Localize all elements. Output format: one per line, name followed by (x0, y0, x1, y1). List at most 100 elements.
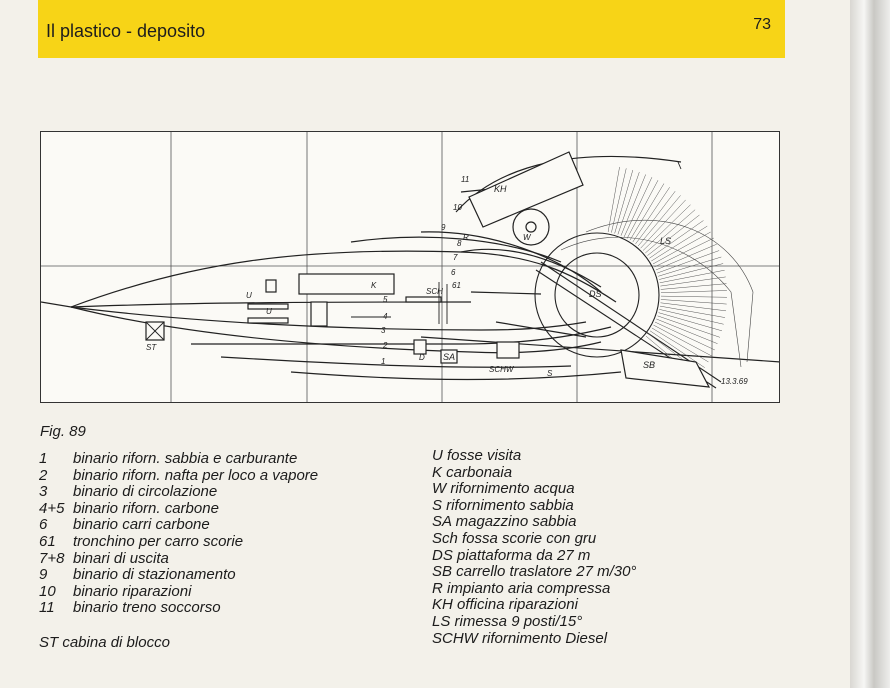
roundhouse-stall-line (651, 327, 709, 363)
legend-track-number: 4+5 (39, 499, 65, 517)
label-ds: DS (589, 289, 602, 299)
label-d: D (419, 353, 425, 362)
legend-track-number: 2 (39, 466, 48, 484)
label-ls: LS (660, 236, 671, 246)
roundhouse-stall-line (640, 199, 686, 249)
legend-track-number: 3 (39, 483, 48, 501)
roundhouse-stall-line (626, 180, 659, 239)
label-u-2: U (266, 307, 272, 316)
legend-track-text: binario riforn. carbone (73, 499, 219, 517)
roundhouse-stall-line (660, 302, 727, 312)
roundhouse-stall-line (614, 169, 634, 234)
roundhouse-stall-line (652, 231, 711, 265)
legend-facility-row: K carbonaia (432, 463, 513, 481)
legend-facility-row: SCHW rifornimento Diesel (432, 629, 608, 647)
page-title: Il plastico - deposito (46, 21, 206, 41)
roundhouse-stall-line (659, 263, 724, 280)
label-w: W (523, 233, 532, 242)
roundhouse-stall-line (657, 250, 720, 274)
label-track-61: 61 (452, 281, 461, 290)
roundhouse-stall-line (659, 269, 725, 284)
legend-facility-row: W rifornimento acqua (432, 480, 575, 498)
roundhouse-stall-line (658, 256, 722, 277)
roundhouse-stall-line (651, 225, 708, 262)
page-edge (850, 0, 890, 688)
legend-track-number: 10 (39, 582, 56, 600)
legend-facility-row: Sch fossa scorie con gru (432, 529, 597, 547)
legend-track-text: binario di stazionamento (73, 566, 236, 584)
roundhouse-stall-line (660, 283, 727, 290)
legend-track-number: 7+8 (39, 549, 65, 567)
plan-details (145, 161, 682, 341)
label-track-1: 1 (381, 357, 385, 366)
label-st: ST (146, 343, 157, 352)
label-track-4: 4 (383, 312, 388, 321)
legend-track-text: binario riparazioni (73, 582, 192, 600)
roundhouse-stall-line (657, 315, 720, 338)
legend-track-number: 61 (39, 532, 56, 550)
label-track-5: 5 (383, 295, 388, 304)
legend-facility-row: U fosse visita (432, 447, 522, 464)
page-number: 73 (753, 16, 771, 33)
legend-track-row: 9 binario di stazionamento (39, 566, 318, 584)
legend-facility-row: DS piattaforma da 27 m (432, 546, 591, 564)
roundhouse-stall-line (660, 290, 727, 294)
legend-track-text: binario riforn. nafta per loco a vapore (73, 466, 319, 484)
roundhouse-stall-line (617, 172, 640, 235)
roundhouse-stall-line (658, 312, 723, 332)
label-sb: SB (643, 360, 655, 370)
roundhouse-stall-line (660, 276, 726, 287)
legend-track-number: 9 (39, 566, 48, 584)
legend-track-text: binario riforn. sabbia e carburante (73, 450, 298, 467)
legend-track-number: 6 (39, 516, 48, 534)
label-s: S (547, 369, 553, 378)
legend-facility-row: SA magazzino sabbia (432, 513, 577, 531)
label-track-3: 3 (381, 326, 386, 335)
roundhouse-stall-line (654, 321, 715, 351)
label-u-1: U (246, 291, 252, 300)
label-sa: SA (443, 352, 455, 362)
roundhouse-stall-line (659, 309, 724, 325)
figure-caption: Fig. 89 (40, 423, 86, 440)
legend-track-row: 3 binario di circolazione (39, 483, 318, 501)
legend-track-number: 1 (39, 450, 48, 467)
track-plan-drawing: KH W LS DS SB SCH SCHW SA ST U U K R D S… (41, 132, 779, 402)
label-kh: KH (494, 184, 507, 194)
label-r: R (463, 233, 469, 242)
roundhouse-stall-line (623, 177, 653, 238)
roundhouse-stall-line (642, 204, 691, 251)
legend-facility-row: KH officina riparazioni (432, 596, 578, 614)
roundhouse-stall-line (656, 318, 718, 344)
roundhouse-stall-line (607, 166, 620, 233)
label-k: K (371, 281, 377, 290)
legend-track-row: 1 binario riforn. sabbia e carburante (39, 450, 318, 468)
roundhouse-stall-line (637, 195, 681, 247)
roundhouse-stall-line (645, 209, 696, 254)
label-track-7: 7 (453, 253, 458, 262)
roundhouse-stall-line (660, 299, 727, 305)
legend-track-row: 4+5 binario riforn. carbone (39, 499, 318, 518)
plan-tracks (41, 155, 779, 381)
roundhouse-stall-line (632, 187, 670, 243)
legend-track-text: binario di circolazione (73, 483, 218, 501)
legend-track-text: tronchino per carro scorie (73, 532, 244, 550)
label-schw: SCHW (489, 365, 515, 374)
legend-facility-row: R impianto aria compressa (432, 579, 611, 597)
header-bar: Il plastico - deposito 73 (38, 0, 785, 58)
legend-track-row: 61 tronchino per carro scorie (39, 532, 318, 551)
roundhouse-stall-line (655, 243, 717, 271)
track-plan-figure: KH W LS DS SB SCH SCHW SA ST U U K R D S… (40, 131, 780, 403)
roundhouse-stall-line (629, 183, 665, 241)
roundhouse-stall-line (653, 324, 712, 357)
label-sch: SCH (426, 287, 443, 296)
legend-facility-row: S rifornimento sabbia (432, 496, 574, 514)
label-track-8: 8 (457, 239, 462, 248)
roundhouse-stall-line (620, 174, 646, 236)
drawing-signature: 13.3.69 (721, 377, 748, 386)
label-track-10: 10 (453, 203, 462, 212)
legend-track-text: binario treno soccorso (73, 599, 221, 617)
legend-facility-row: SB carrello traslatore 27 m/30° (432, 563, 637, 581)
